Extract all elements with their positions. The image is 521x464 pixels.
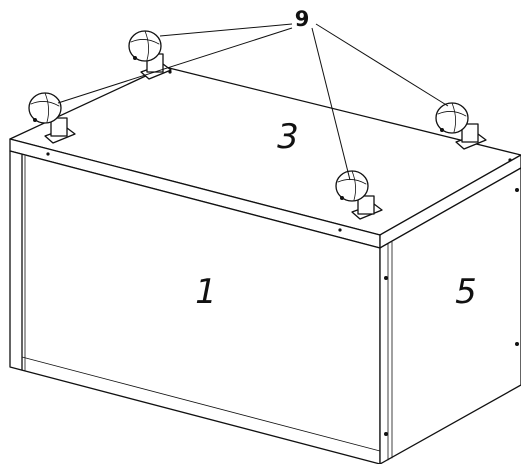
box-body: [9, 66, 521, 464]
rivet: [515, 342, 519, 346]
leader-line: [57, 27, 293, 104]
caster-back-left: [128, 30, 172, 80]
caster-front-right: [335, 170, 383, 220]
side-face: [379, 167, 521, 464]
callout-label: 9: [295, 7, 310, 31]
leader-line: [311, 27, 351, 181]
top-rim-side: [379, 154, 521, 249]
rivet: [384, 432, 388, 436]
caster-front-left: [28, 92, 76, 144]
part-label-front: 1: [195, 272, 217, 312]
screw-hole: [338, 228, 342, 232]
leader-line: [159, 23, 293, 37]
screw-hole: [46, 152, 50, 156]
callout-leaders: [57, 23, 449, 181]
front-face: [9, 150, 381, 464]
part-label-side: 5: [455, 272, 477, 312]
front-bottom-frame: [21, 356, 381, 452]
part-label-top: 3: [277, 117, 299, 157]
screw-hole: [508, 158, 512, 162]
rivet: [384, 276, 388, 280]
caster-back-right: [435, 102, 487, 150]
leader-line: [315, 23, 449, 107]
rivet: [515, 188, 519, 192]
